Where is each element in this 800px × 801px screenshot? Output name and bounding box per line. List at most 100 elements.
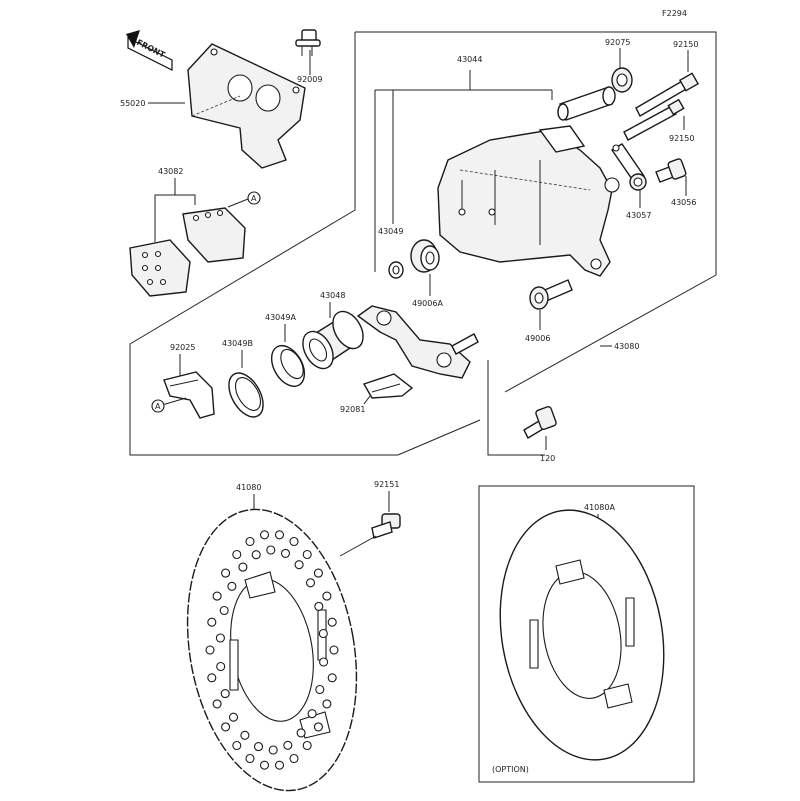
label-92151: 92151: [374, 480, 399, 489]
disc-vent-hole: [305, 578, 316, 588]
disc-vent-hole: [251, 550, 261, 560]
disc-vent-hole: [212, 699, 222, 709]
disc-vent-hole: [283, 740, 293, 750]
label-92009: 92009: [297, 75, 322, 84]
disc-vent-hole: [280, 548, 291, 558]
disc-vent-hole: [259, 530, 270, 540]
disc-vent-hole: [314, 601, 324, 611]
label-41080: 41080: [236, 483, 261, 492]
disc-vent-hole: [227, 581, 237, 591]
disc-vent-hole: [289, 536, 299, 547]
brake-disc-41080a: [499, 509, 665, 761]
brake-disc-41080: [186, 508, 358, 792]
ref-a-upper: A: [251, 194, 257, 203]
disc-vent-hole: [240, 730, 250, 740]
label-92150-upper: 92150: [673, 40, 698, 49]
piston-43048: [302, 310, 364, 370]
caliper-link-43057: [611, 143, 647, 191]
disc-vent-hole: [322, 591, 332, 601]
disc-vent-hole: [329, 645, 339, 655]
label-49006: 49006: [525, 334, 550, 343]
disc-vent-hole: [215, 633, 225, 643]
screw-43056: [655, 158, 687, 183]
boot-49006a: [410, 239, 440, 273]
label-92025: 92025: [170, 343, 195, 352]
label-92081: 92081: [340, 405, 365, 414]
disc-vent-hole: [322, 699, 332, 709]
label-92150-lower: 92150: [669, 134, 694, 143]
disc-vent-hole: [318, 628, 328, 639]
disc-vent-hole: [296, 728, 306, 738]
disc-vent-hole: [207, 673, 217, 683]
disc-vent-hole: [274, 530, 285, 540]
disc-vent-hole: [315, 684, 325, 695]
assembly-boundary-lower: [129, 32, 481, 456]
disc-vent-hole: [205, 645, 215, 655]
label-55020: 55020: [120, 99, 145, 108]
ref-a-lower: A: [155, 402, 161, 411]
label-43044: 43044: [457, 55, 482, 64]
label-43049b: 43049B: [222, 339, 253, 348]
caliper-bracket-55020: [187, 43, 306, 169]
label-43049a: 43049A: [265, 313, 296, 322]
option-label: (OPTION): [492, 765, 529, 774]
disc-vent-hole: [266, 545, 276, 555]
disc-vent-hole: [221, 568, 231, 578]
boundary-120: [487, 360, 545, 456]
caliper-pin-upper: [635, 72, 700, 117]
label-43056: 43056: [671, 198, 696, 207]
disc-vent-hole: [319, 657, 329, 667]
pad-spring-92025: [163, 371, 215, 419]
disc-vent-hole: [327, 617, 337, 627]
disc-vent-hole: [274, 760, 285, 770]
seal-43049b: [228, 372, 264, 418]
front-arrow-icon: FRONT: [126, 30, 173, 71]
disc-vent-hole: [302, 740, 312, 751]
disc-vent-hole: [268, 745, 278, 755]
disc-vent-hole: [294, 560, 304, 570]
disc-vent-hole: [313, 568, 323, 578]
bolt-92151: [371, 513, 401, 539]
disc-vent-hole: [212, 591, 222, 601]
seal-43049a: [270, 345, 306, 387]
disc-vent-hole: [219, 605, 229, 616]
disc-vent-hole: [259, 760, 270, 770]
disc-vent-hole: [221, 722, 231, 732]
label-43048: 43048: [320, 291, 345, 300]
disc-vent-hole: [289, 753, 299, 764]
pad-spring-92081: [362, 373, 414, 399]
disc-vent-hole: [307, 709, 317, 719]
disc-vent-hole: [228, 712, 239, 722]
disc-vent-hole: [313, 722, 323, 732]
bolt-92009: [295, 29, 321, 56]
label-43057: 43057: [626, 211, 651, 220]
bolt-49006: [529, 279, 573, 310]
brake-caliper-body: [437, 125, 620, 277]
disc-vent-hole: [253, 742, 264, 752]
label-120: 120: [540, 454, 555, 463]
disc-vent-hole: [327, 673, 337, 683]
disc-vent-hole: [245, 536, 255, 547]
brake-pad-inner: [182, 207, 246, 263]
brake-pad-outer: [129, 239, 191, 297]
label-43080: 43080: [614, 342, 639, 351]
washer-43049: [388, 261, 404, 279]
label-43049: 43049: [378, 227, 403, 236]
figure-code: F2294: [662, 9, 687, 18]
assembly-boundary-upper: [355, 31, 717, 393]
caliper-pin-lower: [623, 98, 685, 141]
disc-vent-hole: [245, 753, 255, 764]
disc-vent-hole: [232, 549, 242, 560]
disc-vent-hole: [216, 661, 226, 672]
disc-vent-hole: [302, 549, 312, 560]
bolt-120: [523, 406, 557, 439]
disc-vent-hole: [232, 740, 242, 751]
disc-vent-hole: [238, 562, 248, 572]
disc-vent-hole: [207, 617, 217, 627]
option-box: [478, 485, 695, 783]
caliper-holder: [356, 305, 479, 379]
label-43082: 43082: [158, 167, 183, 176]
label-49006a: 49006A: [412, 299, 443, 308]
